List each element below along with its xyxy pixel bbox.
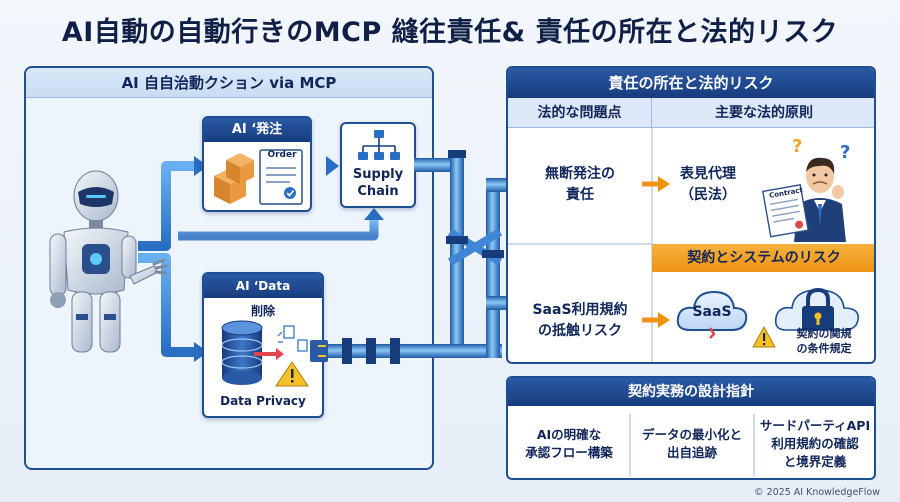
page-title: AI自動の自動行きのMCP 縫往責任& 責任の所在と法的リスク [61,17,839,48]
guideline-third-party-api-line1: サードパーティAPI [759,418,871,433]
col-header-issues: 法的な問題点 [508,98,652,128]
businessman-icon: ? ? [761,136,850,242]
ai-action-panel-header: AI 自自治動クション via MCP [26,68,432,98]
issue-saas-terms-line1: SaaS利用規約 [532,302,628,318]
legal-risk-panel-header: 責任の所在と法的リスク [508,68,874,98]
guideline-data-minimization: データの最小化と 出自追跡 [630,414,754,474]
principle-apparent-agency-line2: （民法） [680,187,736,203]
supply-chain-card: Supply Chain [340,122,416,208]
guideline-approval-flow-line2: 承認フロー構築 [525,445,613,460]
order-card-header: AI ‘発注 [204,118,310,142]
table-grid [508,128,670,362]
issue-unauthorized-order: 無断発注の 責任 [508,164,652,206]
contract-design-panel-header: 契約実務の設計指針 [508,378,874,406]
issue-unauthorized-order-line2: 責任 [566,187,594,203]
guideline-third-party-api-line2: 利用規約の確認 [771,436,859,451]
copyright: © 2025 AI KnowledgeFlow [754,487,880,498]
supply-chain-line2: Chain [357,184,399,199]
supply-chain-label: Supply Chain [342,166,414,200]
saas-label: SaaS [692,304,732,320]
guideline-data-minimization-line2: 出自追跡 [666,445,717,460]
guideline-data-minimization-line1: データの最小化と [641,427,742,442]
guideline-third-party-api: サードパーティAPI 利用規約の確認 と境界定義 [754,414,874,474]
deletion-sublabel: 削除 [250,304,275,318]
guideline-approval-flow-line1: AIの明確な [536,427,602,442]
svg-text:?: ? [840,142,850,163]
guideline-third-party-api-line3: と境界定義 [783,454,847,469]
issue-saas-terms-line2: の抵触リスク [538,323,622,339]
contract-system-risk-band: 契約とシステムのリスク [652,244,874,272]
data-privacy-label: Data Privacy [220,394,306,408]
warning-icon [752,326,776,348]
saas-cloud-icon [676,290,748,339]
network-icon [358,130,400,160]
guideline-approval-flow: AIの明確な 承認フロー構築 [508,414,630,474]
terms-conditions: 契約の関規 の条件規定 [776,326,872,356]
issue-saas-terms: SaaS利用規約 の抵触リスク [508,300,652,342]
data-deletion-card-header: AI ‘Data Deletion’ [204,274,322,317]
contract-design-panel: 契約実務の設計指針 AIの明確な 承認フロー構築 データの最小化と 出自追跡 サ… [506,376,876,480]
flow-arrows [138,156,384,362]
data-deletion-card: AI ‘Data Deletion’ 削除 [202,272,324,418]
robot-icon [49,170,168,353]
database-icon [221,320,309,387]
boxes-icon [214,149,303,205]
supply-chain-line1: Supply [352,167,404,182]
principle-apparent-agency-line1: 表見代理 [680,166,736,182]
issue-unauthorized-order-line1: 無断発注の [545,166,615,182]
terms-conditions-line2: の条件規定 [796,342,852,355]
legal-risk-panel: 責任の所在と法的リスク 法的な問題点 主要な法的原則 無断発注の 責任 表見代理… [506,66,876,364]
order-card: AI ‘発注 Order [202,116,312,212]
bottom-dividers [629,414,755,476]
col-header-principles: 主要な法的原則 [652,98,874,128]
terms-conditions-line1: 契約の関規 [796,327,852,340]
principle-apparent-agency: 表見代理 （民法） [668,164,748,206]
svg-text:?: ? [792,136,802,157]
lock-cloud-icon [774,287,860,331]
ai-action-panel: AI 自自治動クション via MCP [24,66,434,470]
order-doc-label: Order [267,150,297,160]
